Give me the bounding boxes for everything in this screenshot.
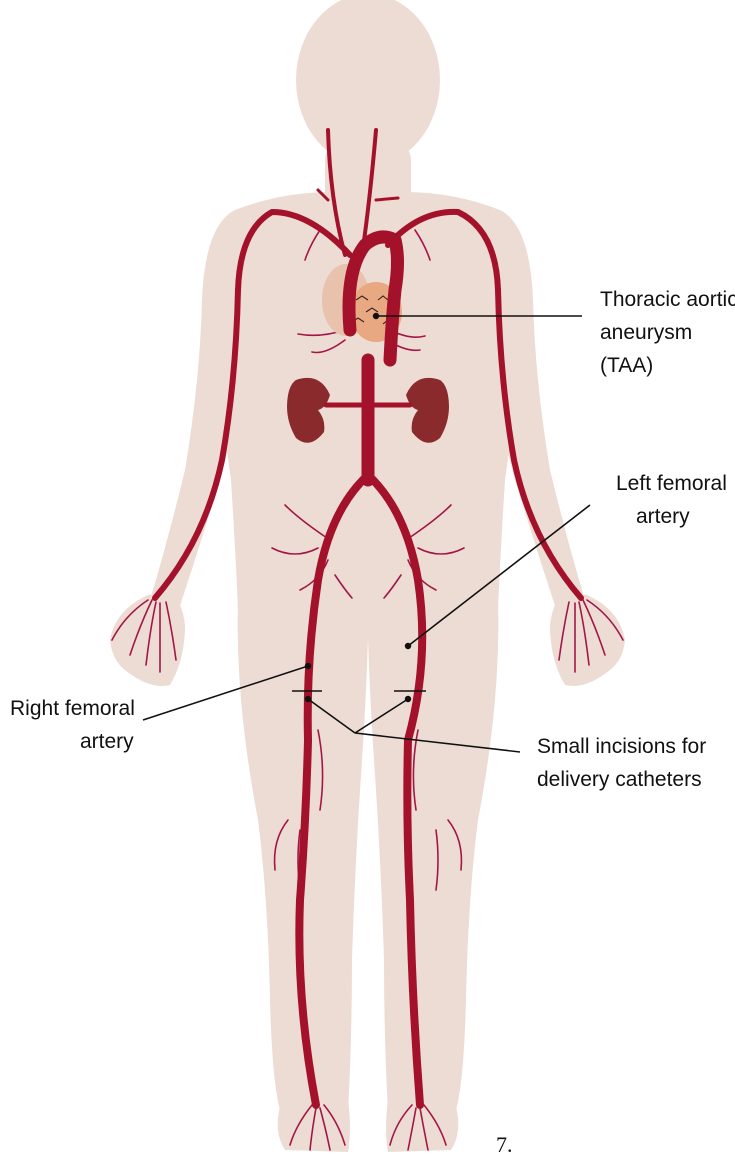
body-silhouette: [110, 0, 625, 1152]
right-femoral-label-line2: artery: [80, 730, 134, 753]
right-femoral-label-line1: Right femoral: [10, 697, 135, 720]
taa-label-line3: (TAA): [600, 354, 653, 377]
figure-number: 7.: [496, 1132, 513, 1157]
taa-label-line1: Thoracic aortic: [600, 288, 735, 311]
left-femoral-label-line1: Left femoral: [616, 472, 727, 495]
left-femoral-label-line2: artery: [636, 505, 690, 528]
taa-label-line2: aneurysm: [600, 321, 692, 344]
incisions-label-line2: delivery catheters: [537, 768, 702, 791]
incisions-label-line1: Small incisions for: [537, 735, 706, 758]
